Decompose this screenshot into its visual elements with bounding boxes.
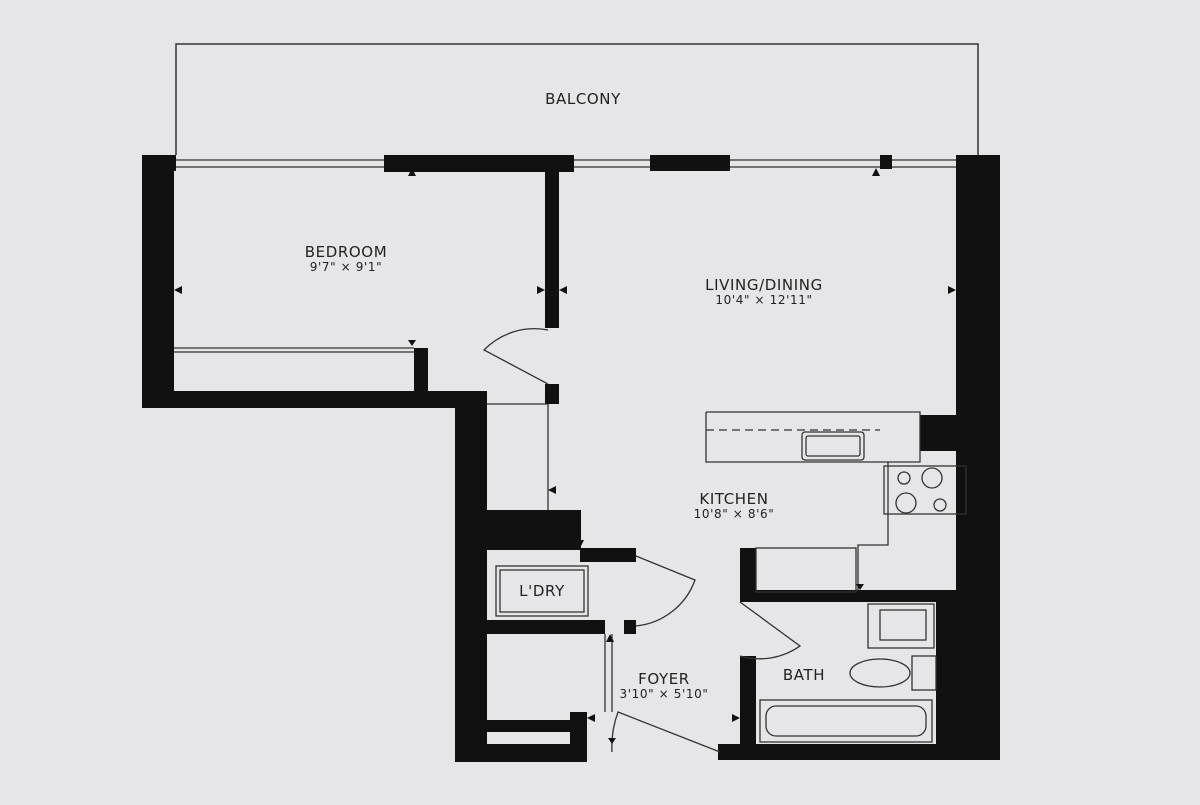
bedroom-dims: 9'7" × 9'1" (310, 260, 382, 274)
foyer-label: FOYER (638, 670, 690, 688)
living-dining-label: LIVING/DINING (705, 276, 823, 294)
interior-lines (174, 347, 967, 743)
walls (142, 155, 1000, 762)
bedroom-label: BEDROOM (305, 243, 388, 261)
kitchen-dims: 10'8" × 8'6" (694, 507, 775, 521)
windows (176, 159, 956, 168)
bath-label: BATH (783, 666, 825, 684)
living-dining-dims: 10'4" × 12'11" (715, 293, 812, 307)
foyer-dims: 3'10" × 5'10" (620, 687, 709, 701)
laundry-label: L'DRY (519, 582, 565, 600)
balcony-outline (175, 43, 979, 155)
balcony-label: BALCONY (545, 90, 621, 108)
dimension-markers (174, 168, 964, 744)
kitchen-label: KITCHEN (699, 490, 768, 508)
door-swings (482, 328, 802, 753)
